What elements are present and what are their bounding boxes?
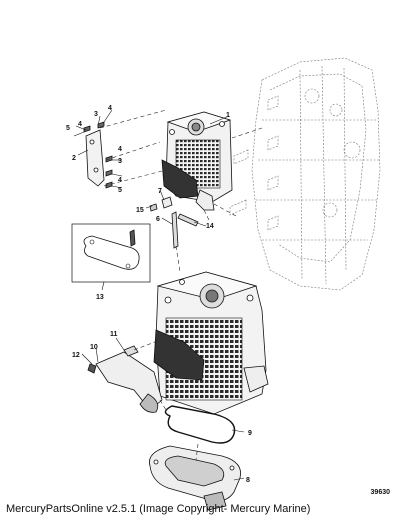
figure-number: 39630 — [370, 489, 390, 496]
mounting-bracket — [83, 121, 113, 189]
callout-15: 15 — [136, 207, 144, 214]
callout-4: 4 — [118, 146, 122, 153]
callout-4: 4 — [108, 105, 112, 112]
callout-1: 1 — [226, 112, 230, 119]
callout-3: 3 — [118, 158, 122, 165]
callout-11: 11 — [110, 331, 118, 338]
exhaust-manifold — [153, 271, 269, 415]
gasket-13 — [71, 223, 151, 283]
callout-13: 13 — [96, 294, 104, 301]
callout-5: 5 — [66, 125, 70, 132]
callout-7: 7 — [158, 188, 162, 195]
callouts: 1 2 3 4 4 5 4 3 5 4 7 15 6 14 13 11 10 1… — [66, 105, 252, 484]
callout-4: 4 — [78, 121, 82, 128]
engine-block-ghost — [229, 57, 381, 291]
copyright-footer: MercuryPartsOnline v2.5.1 (Image Copyrig… — [6, 503, 311, 515]
callout-10: 10 — [90, 344, 98, 351]
callout-3: 3 — [94, 111, 98, 118]
exhaust-elbow — [87, 345, 163, 413]
callout-2: 2 — [72, 155, 76, 162]
assembly-lines — [99, 109, 263, 461]
callout-8: 8 — [246, 477, 250, 484]
hose-fittings — [149, 196, 199, 249]
leader-lines — [73, 109, 245, 481]
callout-9: 9 — [248, 430, 252, 437]
callout-4: 4 — [118, 177, 122, 184]
callout-6: 6 — [156, 216, 160, 223]
callout-5: 5 — [118, 187, 122, 194]
callout-14: 14 — [206, 223, 214, 230]
lower-housing-8 — [149, 445, 241, 511]
upper-exhaust-assembly — [161, 111, 233, 211]
callout-12: 12 — [72, 352, 80, 359]
gasket-9 — [164, 405, 236, 444]
